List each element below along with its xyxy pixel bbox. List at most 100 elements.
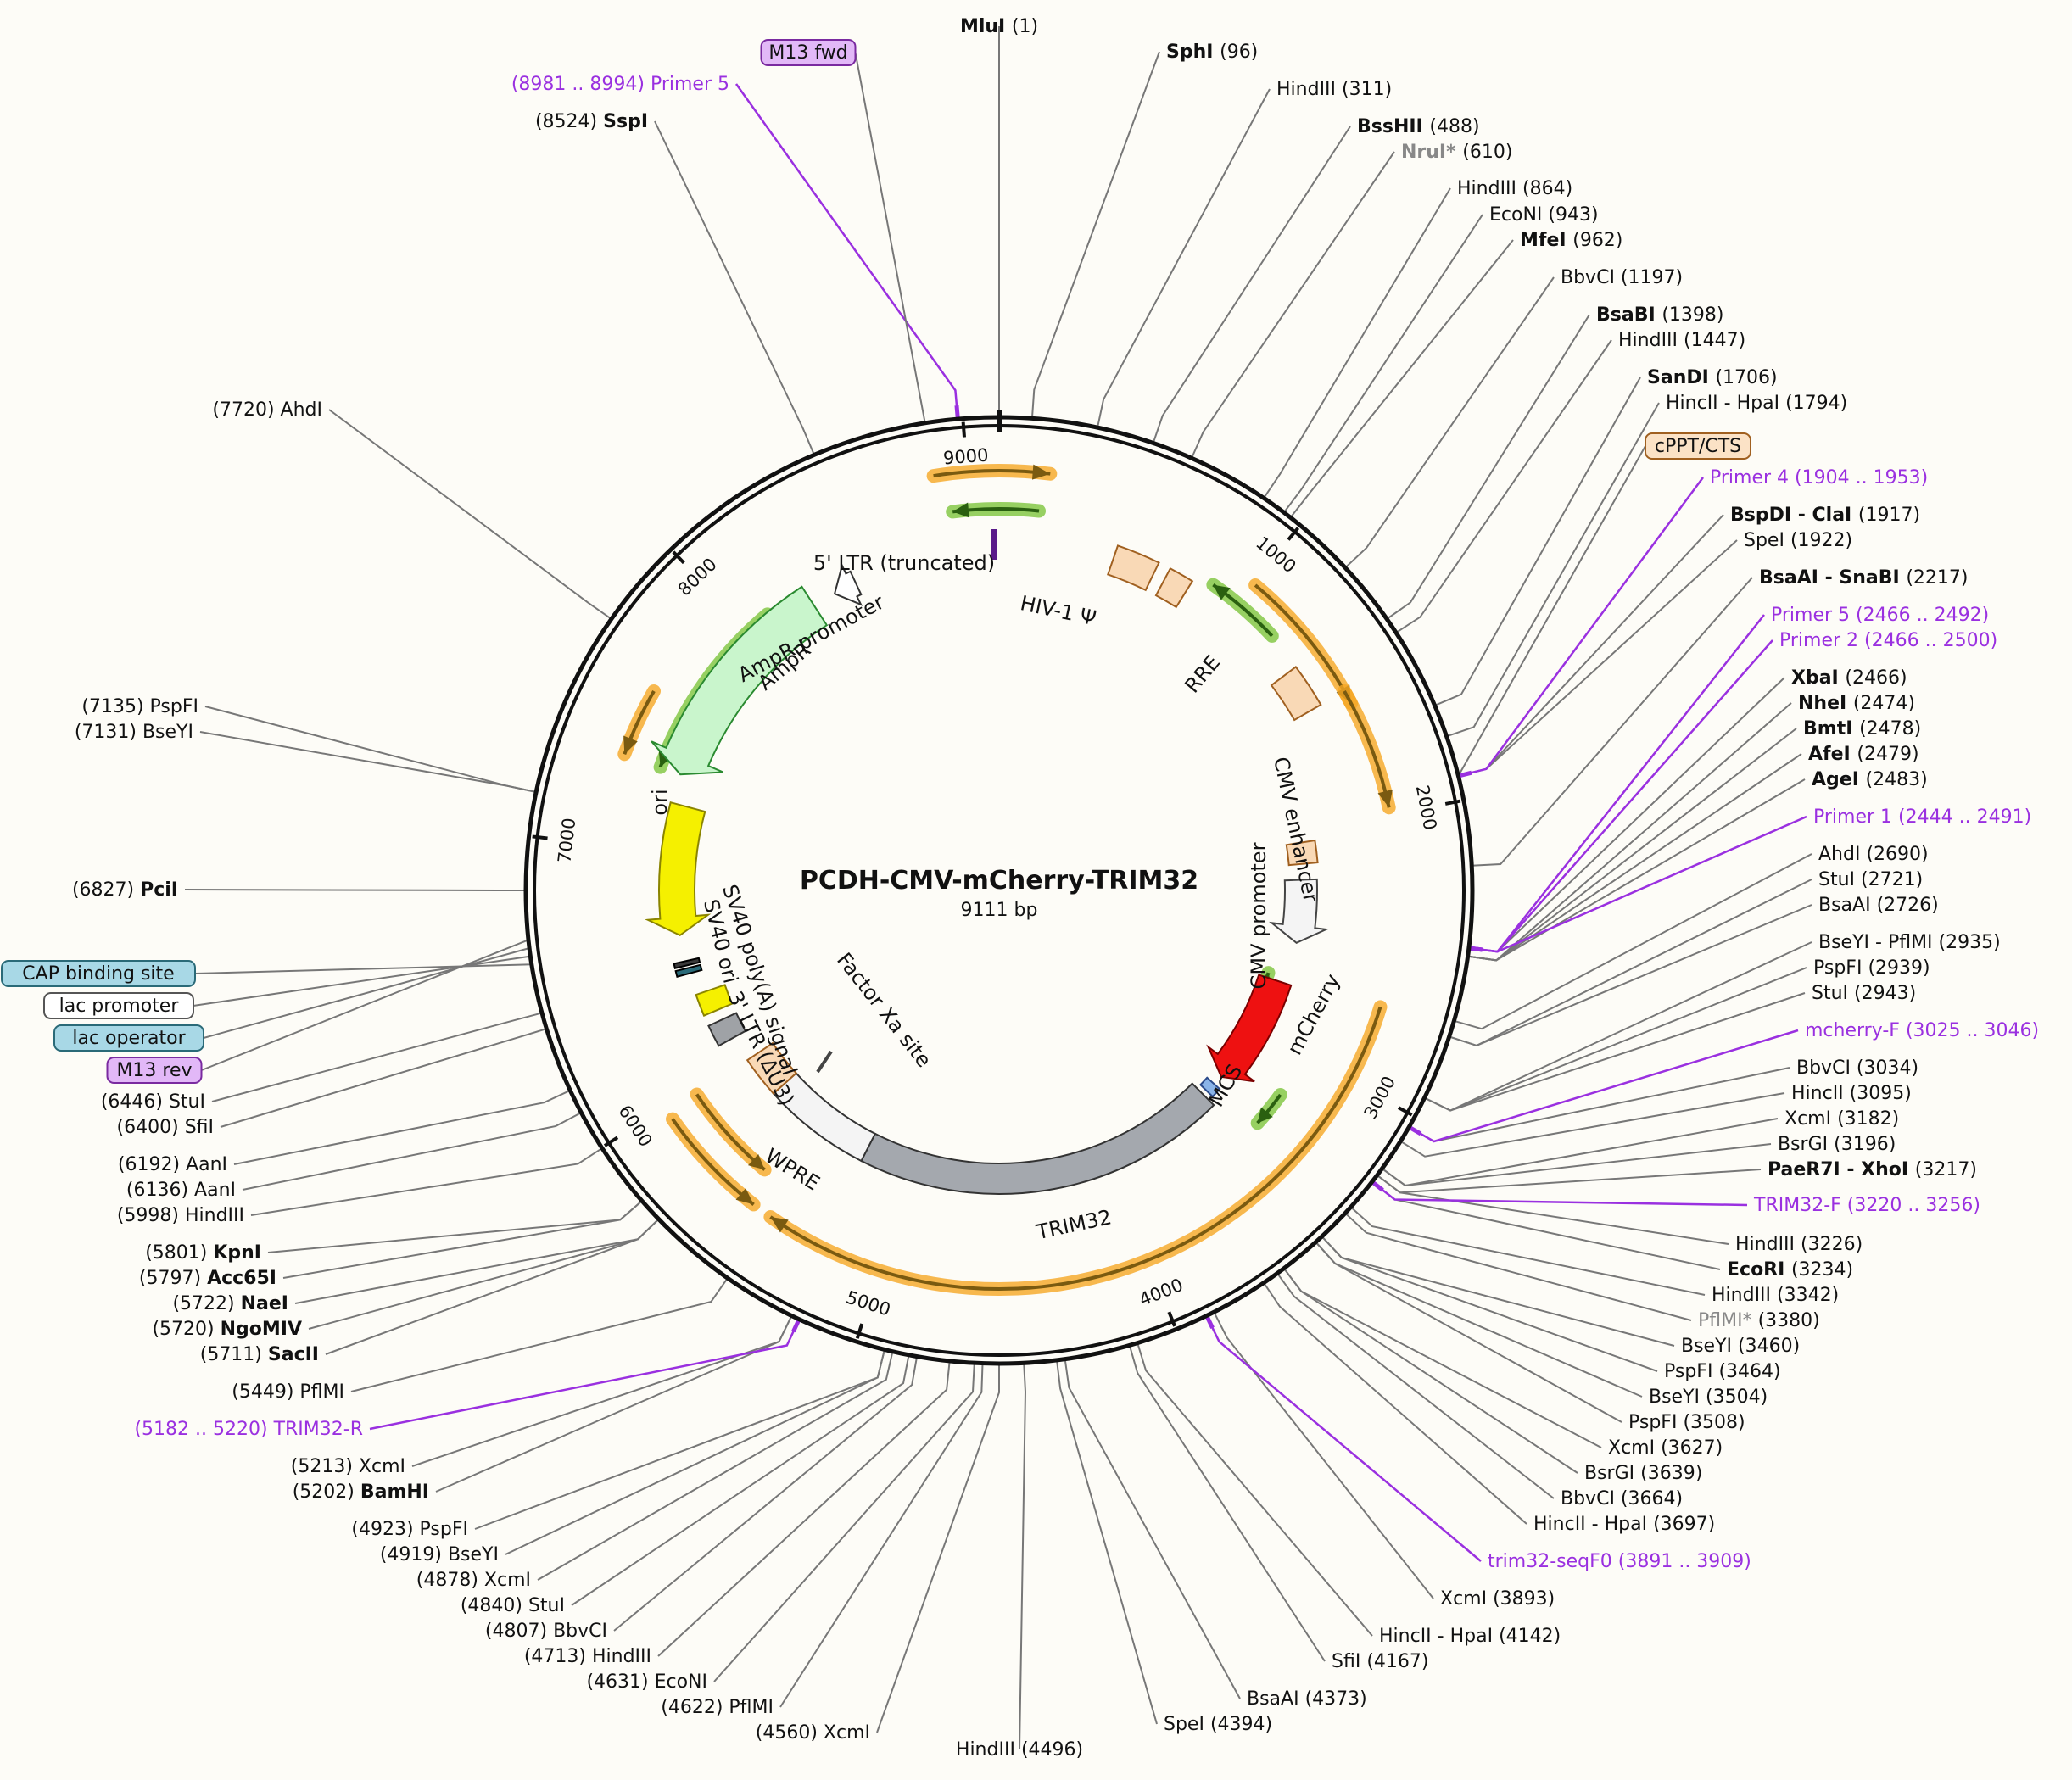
tick-label: 6000 — [614, 1102, 656, 1151]
tag-label: lac operator — [72, 1028, 186, 1049]
site-label: (5722) NaeI — [172, 1293, 288, 1314]
site-leader-line — [1213, 1311, 1434, 1599]
site-leader-line — [1454, 853, 1812, 1030]
tick-label: 3000 — [1360, 1073, 1400, 1122]
site-leader-line — [1315, 1242, 1622, 1423]
tick-label: 4000 — [1137, 1275, 1187, 1310]
orange-arrow — [763, 1000, 1388, 1297]
site-leader-line — [328, 409, 612, 620]
site-label: XbaI (2466) — [1791, 667, 1907, 689]
site-leader-line — [211, 1012, 543, 1102]
feature-label: TRIM32 — [1034, 1205, 1114, 1244]
site-leader-line — [250, 1147, 603, 1216]
rre-box — [1270, 666, 1322, 722]
site-leader-line — [282, 1200, 643, 1279]
site-leader-line — [1283, 214, 1483, 513]
site-leader-line — [1395, 339, 1612, 633]
tick-mark — [603, 1136, 619, 1147]
site-leader-line — [1446, 402, 1660, 738]
primer-tick — [1459, 770, 1472, 778]
site-label: XcmI (3627) — [1608, 1437, 1723, 1459]
green-arrow — [1250, 1088, 1287, 1130]
site-label: (6136) AanI — [126, 1180, 236, 1201]
primer-leader-line — [1468, 614, 1765, 953]
site-leader-line — [713, 1363, 975, 1682]
site-label: MluI (1) — [960, 16, 1038, 37]
primer-label: Primer 1 (2444 .. 2491) — [1813, 806, 2031, 828]
feature-tag: cPPT/CTS — [1645, 432, 1751, 460]
trim32-box — [860, 1082, 1215, 1195]
green-arrow — [946, 502, 1046, 519]
tag-leader-line — [193, 955, 531, 1007]
site-label: (4713) HindIII — [524, 1646, 651, 1667]
lac-bars — [674, 963, 703, 978]
tick-label: 7000 — [554, 817, 579, 864]
site-label: HindIII (864) — [1457, 178, 1572, 199]
site-leader-line — [242, 1112, 582, 1191]
site-label: HindIII (4496) — [956, 1739, 1083, 1760]
site-label: PspFI (3464) — [1664, 1361, 1781, 1382]
site-label: (6827) PciI — [72, 879, 178, 901]
tick-mark — [1287, 527, 1300, 541]
site-leader-line — [1449, 904, 1812, 1047]
orange-arrow — [1338, 684, 1396, 815]
site-leader-line — [1472, 577, 1753, 867]
tick-label: 5000 — [844, 1287, 893, 1320]
tick-mark — [672, 550, 685, 565]
feature-label: mCherry — [1282, 970, 1344, 1059]
site-leader-lines — [184, 26, 1812, 1750]
primer-tick — [954, 405, 960, 418]
site-leader-line — [1458, 514, 1724, 777]
tag-leader-line — [194, 963, 532, 974]
site-label: PspFI (2939) — [1813, 957, 1930, 979]
site-label: SpeI (4394) — [1164, 1714, 1272, 1735]
feature-label: 5' LTR (truncated) — [813, 551, 995, 575]
site-label: (4923) PspFI — [351, 1519, 468, 1540]
site-label: (5797) Acc65I — [139, 1268, 276, 1289]
site-label: (5202) BamHI — [293, 1481, 429, 1503]
site-leader-line — [1137, 1342, 1373, 1637]
site-leader-line — [267, 1200, 643, 1253]
site-leader-line — [1321, 1236, 1658, 1372]
feature-label: CMV enhancer — [1269, 755, 1323, 905]
site-label: HincII - HpaI (1794) — [1666, 393, 1847, 414]
site-leader-line — [220, 1028, 547, 1128]
site-leader-line — [411, 1315, 793, 1467]
site-leader-line — [308, 1218, 660, 1330]
primer-tick — [1470, 946, 1483, 952]
site-leader-line — [1424, 992, 1806, 1112]
orange-arrow — [690, 1087, 772, 1177]
site-leader-line — [1019, 1363, 1026, 1750]
site-leader-line — [199, 731, 537, 793]
site-label: (6192) AanI — [118, 1154, 227, 1175]
site-leader-line — [1371, 1180, 1721, 1270]
primer-leader-line — [734, 83, 959, 420]
tick-mark — [1444, 799, 1461, 806]
site-label: BbvCI (1197) — [1561, 267, 1683, 288]
plasmid-backbone — [523, 410, 1475, 1366]
lac-bars — [673, 957, 701, 969]
site-leader-line — [1191, 151, 1395, 459]
site-leader-line — [571, 1354, 910, 1606]
site-label: StuI (2721) — [1818, 869, 1923, 890]
primer-label: (8981 .. 8994) Primer 5 — [511, 74, 729, 95]
site-label: SfiI (4167) — [1332, 1651, 1428, 1672]
site-label: HincII (3095) — [1791, 1083, 1912, 1104]
site-leader-line — [1263, 187, 1451, 499]
orange-arrow — [666, 1112, 761, 1212]
site-label: HindIII (3342) — [1712, 1285, 1839, 1306]
site-label: (7131) BseYI — [75, 722, 193, 743]
tick-label: 2000 — [1412, 784, 1441, 832]
site-leader-line — [1424, 967, 1807, 1112]
site-leader-line — [779, 1363, 984, 1708]
site-label: BseYI - PflMI (2935) — [1818, 932, 2001, 953]
site-label: (7720) AhdI — [212, 399, 322, 421]
site-label: (5720) NgoMIV — [152, 1319, 302, 1340]
site-label: EcoRI (3234) — [1727, 1259, 1853, 1281]
site-leader-line — [1344, 276, 1555, 569]
site-label: (5998) HindIII — [117, 1205, 244, 1226]
site-label: HindIII (311) — [1276, 79, 1392, 100]
primer-label: (5182 .. 5220) TRIM32-R — [134, 1419, 363, 1440]
site-label: StuI (2943) — [1812, 983, 1916, 1004]
site-label: BsaAI - SnaBI (2217) — [1759, 567, 1969, 589]
